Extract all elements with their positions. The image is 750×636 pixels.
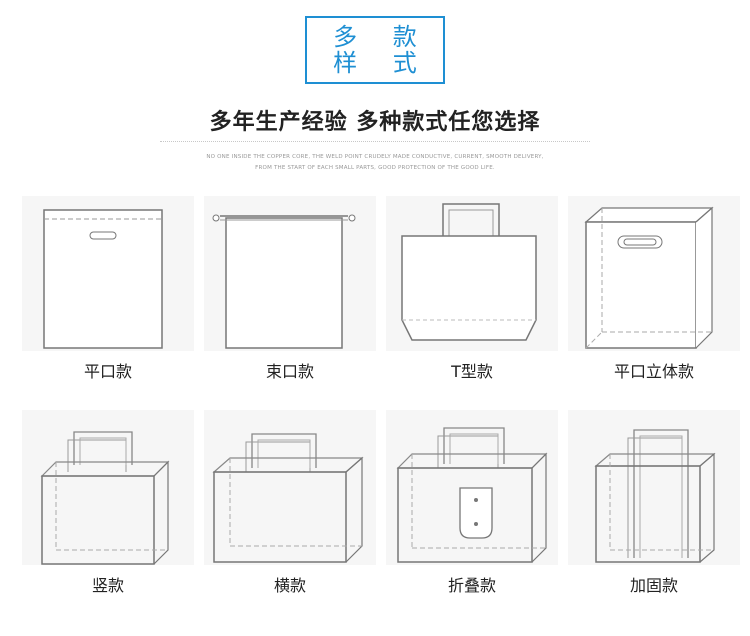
style-label: 束口款 bbox=[265, 362, 314, 381]
style-label: 横款 bbox=[273, 576, 306, 595]
reinforced-bag-icon bbox=[594, 429, 716, 563]
style-card-horizontal[interactable]: 横款 bbox=[204, 410, 376, 620]
style-card-vertical[interactable]: 竖款 bbox=[22, 410, 194, 620]
style-label: 平口款 bbox=[83, 362, 132, 381]
horizontal-bag-icon bbox=[212, 433, 364, 563]
folding-bag-icon bbox=[396, 427, 548, 563]
style-card-reinforced[interactable]: 加固款 bbox=[568, 410, 740, 620]
headline: 多年生产经验 多种款式任您选择 bbox=[209, 110, 541, 135]
section-title-box: 多 款 样 式 bbox=[305, 16, 445, 84]
style-label: 平口立体款 bbox=[613, 362, 694, 381]
style-card-flat-3d[interactable]: 平口立体款 bbox=[568, 196, 740, 406]
subtext-line-1: NO ONE INSIDE THE COPPER CORE, THE WELD … bbox=[206, 154, 544, 160]
vertical-bag-icon bbox=[40, 431, 170, 565]
flat-bag-icon bbox=[43, 209, 163, 349]
title-line-1: 多 款 bbox=[333, 23, 431, 51]
divider bbox=[160, 141, 590, 142]
style-card-flat[interactable]: 平口款 bbox=[22, 196, 194, 406]
style-label: T型款 bbox=[451, 362, 493, 381]
style-card-t-shape[interactable]: T型款 bbox=[386, 196, 558, 406]
style-label: 折叠款 bbox=[447, 576, 496, 595]
style-card-folding[interactable]: 折叠款 bbox=[386, 410, 558, 620]
style-label: 竖款 bbox=[91, 576, 124, 595]
t-shape-bag-icon bbox=[401, 203, 537, 341]
title-line-2: 样 式 bbox=[333, 49, 431, 77]
style-label: 加固款 bbox=[629, 576, 678, 595]
drawstring-bag-icon bbox=[212, 214, 356, 349]
subtext-line-2: FROM THE START OF EACH SMALL PARTS, GOOD… bbox=[255, 165, 495, 171]
flat-3d-bag-icon bbox=[584, 206, 714, 349]
style-card-drawstring[interactable]: 束口款 bbox=[204, 196, 376, 406]
